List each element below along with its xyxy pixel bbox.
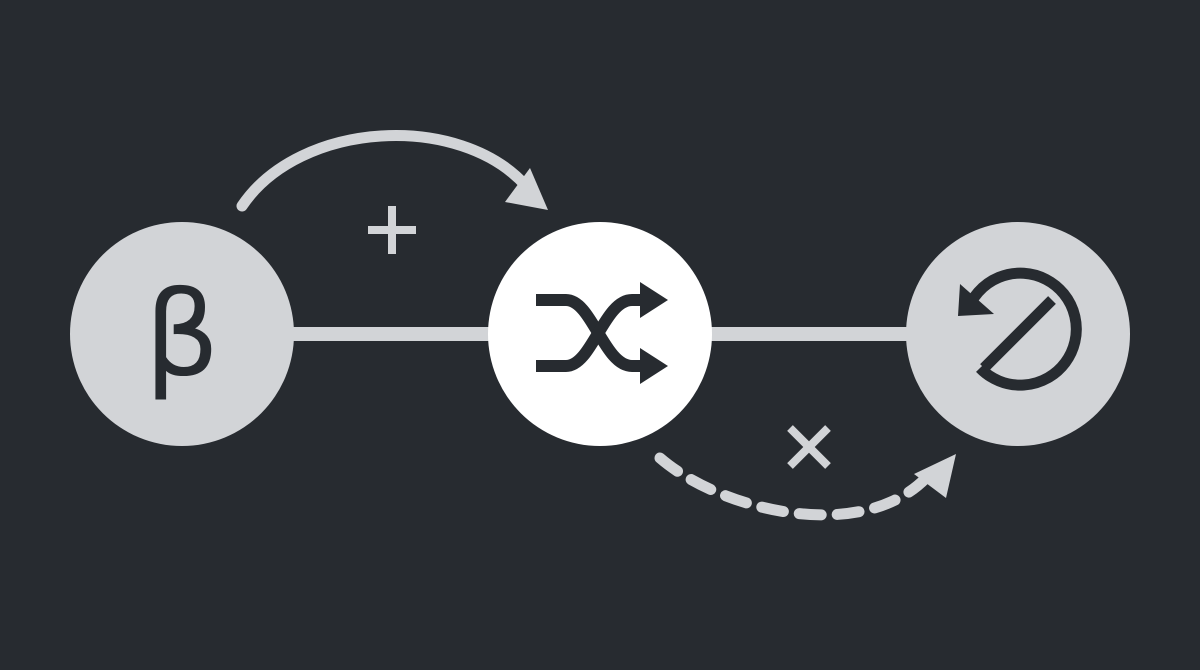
undo-arrow-icon: [958, 284, 994, 316]
solid-arrow-head: [505, 168, 548, 210]
plus-icon: [368, 206, 416, 254]
shuffle-icon: [536, 294, 644, 372]
undo-circle-arc: [961, 267, 1082, 391]
node-undo-disabled: [906, 222, 1130, 446]
node-beta-circle: [70, 222, 294, 446]
times-icon: [787, 425, 831, 469]
shuffle-arrowheads: [640, 282, 668, 384]
solid-arrow-arc: [236, 130, 532, 212]
dashed-arrow-head: [914, 454, 956, 498]
dashed-arrow-arc: [654, 452, 932, 521]
node-beta: β: [70, 222, 294, 446]
slash-icon: [980, 296, 1056, 372]
node-shuffle: [488, 222, 712, 446]
beta-symbol: β: [144, 265, 219, 403]
